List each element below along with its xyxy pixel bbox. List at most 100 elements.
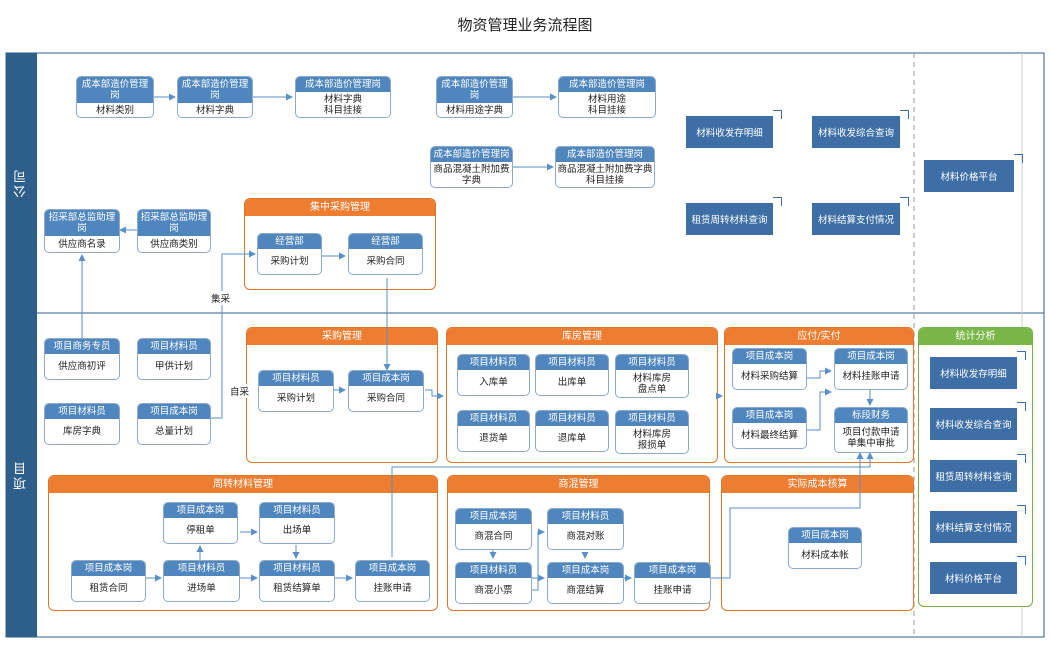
node-t1[interactable]: 项目成本岗租赁合同 <box>71 560 146 602</box>
node-text: 挂账申请 <box>653 585 692 596</box>
node-c4[interactable]: 成本部造价管理岗材料用途字典 <box>436 76 513 118</box>
node-c5[interactable]: 成本部造价管理岗材料用途 科目挂接 <box>558 76 656 118</box>
node-text: 材料库房 盘点单 <box>632 372 671 395</box>
edge-label-central: 集采 <box>210 291 232 305</box>
tile-inventory-query[interactable]: 材料收发综合查询 <box>812 110 909 148</box>
edge-label-self: 自采 <box>229 384 251 398</box>
node-role: 项目成本岗 <box>456 509 531 524</box>
node-text: 退库单 <box>557 433 587 444</box>
node-role: 项目商务专员 <box>45 339 119 354</box>
stats-tile-price-platform[interactable]: 材料价格平台 <box>930 556 1026 594</box>
node-m1[interactable]: 项目成本岗商混合同 <box>455 508 532 550</box>
stats-tile-inventory-query[interactable]: 材料收发综合查询 <box>930 402 1026 440</box>
node-z2[interactable]: 招采部总监助理岗供应商类别 <box>137 209 211 253</box>
node-text: 材料最终结算 <box>740 430 798 441</box>
node-pu1[interactable]: 项目材料员采购计划 <box>258 370 334 412</box>
node-role: 项目材料员 <box>616 355 688 370</box>
node-t4[interactable]: 项目材料员出场单 <box>259 502 335 544</box>
node-c7[interactable]: 成本部造价管理岗商品混凝土附加费字典科目挂接 <box>555 146 655 188</box>
node-role: 成本部造价管理岗 <box>178 77 252 103</box>
node-m4[interactable]: 项目成本岗商混结算 <box>547 562 624 604</box>
node-m2[interactable]: 项目材料员商混对账 <box>547 508 624 550</box>
node-w3[interactable]: 项目材料员材料库房 盘点单 <box>615 354 689 398</box>
node-t3[interactable]: 项目成本岗停租单 <box>163 502 238 544</box>
node-role: 成本部造价管理岗 <box>556 147 654 162</box>
node-pu2[interactable]: 项目成本岗采购合同 <box>348 370 424 412</box>
node-text: 材料字典 <box>195 104 234 116</box>
node-c1[interactable]: 成本部造价管理岗材料类别 <box>76 76 154 118</box>
node-text: 材料挂账申请 <box>842 371 900 382</box>
node-j1[interactable]: 经营部采购计划 <box>257 233 322 275</box>
node-t2[interactable]: 项目材料员进场单 <box>163 560 240 602</box>
node-role: 项目成本岗 <box>733 349 806 364</box>
node-a3[interactable]: 项目成本岗材料最终结算 <box>732 407 807 449</box>
node-text: 进场单 <box>187 583 216 594</box>
node-w4[interactable]: 项目材料员退货单 <box>457 410 530 452</box>
node-w6[interactable]: 项目材料员材料库房 报损单 <box>615 410 689 454</box>
tile-lease-query[interactable]: 租赁周转材料查询 <box>686 197 782 235</box>
page-title: 物资管理业务流程图 <box>457 16 593 34</box>
tile-inventory-detail[interactable]: 材料收发存明细 <box>686 110 782 148</box>
node-role: 招采部总监助理岗 <box>45 210 119 236</box>
node-role: 经营部 <box>349 234 422 249</box>
node-w5[interactable]: 项目材料员退库单 <box>535 410 609 452</box>
node-text: 材料采购结算 <box>740 371 798 382</box>
node-text: 项目付款申请 单集中审批 <box>842 426 900 449</box>
node-role: 项目成本岗 <box>72 561 145 576</box>
node-text: 采购计划 <box>276 393 315 404</box>
node-p4[interactable]: 项目成本岗总量计划 <box>137 403 211 445</box>
node-text: 入库单 <box>479 377 508 388</box>
node-t5[interactable]: 项目材料员租赁结算单 <box>259 560 335 602</box>
node-role: 经营部 <box>258 234 321 249</box>
node-role: 项目成本岗 <box>548 563 623 578</box>
node-m3[interactable]: 项目材料员商混小票 <box>455 562 532 604</box>
node-p1[interactable]: 项目商务专员供应商初评 <box>44 338 120 380</box>
tile-settlement-status[interactable]: 材料结算支付情况 <box>812 197 909 235</box>
node-role: 项目材料员 <box>138 339 210 354</box>
node-text: 挂账申请 <box>373 583 412 594</box>
node-role: 项目材料员 <box>458 355 529 370</box>
node-role: 项目成本岗 <box>356 561 429 576</box>
stats-tile-lease-query[interactable]: 租赁周转材料查询 <box>930 454 1026 492</box>
node-text: 供应商初评 <box>58 361 106 372</box>
node-w2[interactable]: 项目材料员出库单 <box>535 354 609 396</box>
node-a1[interactable]: 项目成本岗材料采购结算 <box>732 348 807 390</box>
node-t6[interactable]: 项目成本岗挂账申请 <box>355 560 430 602</box>
node-role: 项目材料员 <box>456 563 531 578</box>
node-role: 项目成本岗 <box>789 528 861 543</box>
node-text: 出场单 <box>282 525 312 536</box>
node-c2[interactable]: 成本部造价管理岗材料字典 <box>177 76 253 118</box>
node-role: 项目材料员 <box>45 404 119 419</box>
node-role: 项目材料员 <box>536 355 608 370</box>
node-role: 项目成本岗 <box>349 371 423 386</box>
node-z1[interactable]: 招采部总监助理岗供应商名录 <box>44 209 120 253</box>
node-text: 库房字典 <box>62 426 101 437</box>
node-text: 商混小票 <box>474 585 513 596</box>
node-w1[interactable]: 项目材料员入库单 <box>457 354 530 396</box>
node-m5[interactable]: 项目成本岗挂账申请 <box>634 562 711 604</box>
tile-price-platform[interactable]: 材料价格平台 <box>924 154 1023 192</box>
node-p3[interactable]: 项目材料员库房字典 <box>44 403 120 445</box>
node-a2[interactable]: 项目成本岗材料挂账申请 <box>834 348 908 390</box>
node-p2[interactable]: 项目材料员甲供计划 <box>137 338 211 380</box>
stats-tile-inventory-detail[interactable]: 材料收发存明细 <box>930 351 1026 389</box>
node-text: 租赁结算单 <box>273 583 321 594</box>
node-text: 材料字典 科目挂接 <box>323 93 362 116</box>
node-role: 项目材料员 <box>260 561 334 576</box>
node-c6[interactable]: 成本部造价管理岗商品混凝土附加费字典 <box>430 146 513 188</box>
node-text: 商混合同 <box>474 531 513 542</box>
node-text: 供应商名录 <box>58 238 106 250</box>
stats-tile-settlement-status[interactable]: 材料结算支付情况 <box>930 505 1026 543</box>
lane-company: 公司 <box>6 53 37 313</box>
node-text: 退货单 <box>479 433 508 444</box>
node-j2[interactable]: 经营部采购合同 <box>348 233 423 275</box>
node-role: 项目材料员 <box>259 371 333 386</box>
node-text: 商混结算 <box>566 585 605 596</box>
node-c3[interactable]: 成本部造价管理岗材料字典 科目挂接 <box>295 76 391 118</box>
node-a4[interactable]: 标段财务项目付款申请 单集中审批 <box>834 407 908 453</box>
node-r1[interactable]: 项目成本岗材料成本帐 <box>788 527 862 569</box>
node-role: 项目成本岗 <box>733 408 806 423</box>
node-text: 材料成本帐 <box>801 550 849 561</box>
